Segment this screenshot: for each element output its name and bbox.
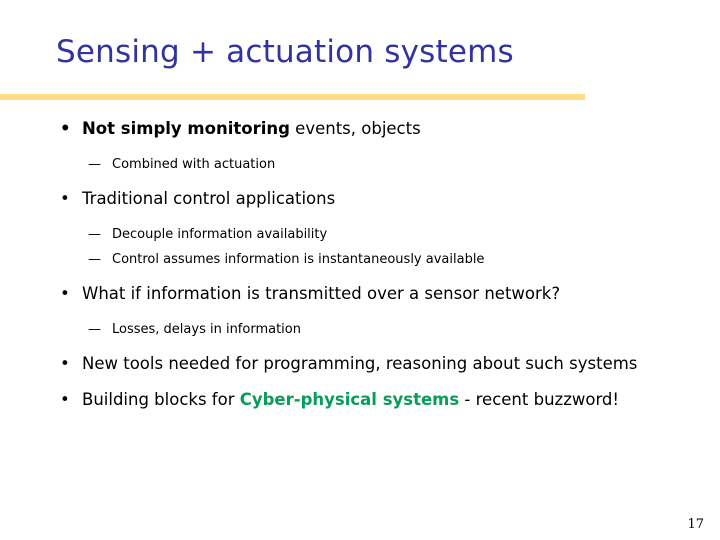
spacer [0, 339, 720, 353]
page-title: Sensing + actuation systems [56, 34, 514, 70]
bullet-item: • Not simply monitoring events, objects [0, 118, 720, 140]
page-number: 17 [687, 517, 704, 532]
bullet-text-pre: Building blocks for [82, 390, 240, 409]
bullet-lead-text: Not simply monitoring [82, 119, 290, 138]
sub-bullet-item: — Losses, delays in information [0, 321, 720, 339]
title-divider-rule [0, 94, 585, 100]
sub-bullet-text: Combined with actuation [112, 157, 276, 172]
spacer [0, 210, 720, 226]
bullet-marker-icon: • [60, 354, 70, 373]
spacer [0, 269, 720, 283]
sub-bullet-item: — Combined with actuation [0, 156, 720, 174]
bullet-marker-icon: • [60, 119, 71, 138]
bullet-text: Traditional control applications [82, 189, 336, 208]
spacer [0, 244, 720, 251]
sub-bullet-item: — Control assumes information is instanta… [0, 251, 720, 269]
highlight-term: Cyber-physical systems [239, 390, 460, 409]
bullet-item: • New tools needed for programming, reaso… [0, 353, 720, 375]
sub-bullet-dash-icon: — [88, 322, 101, 337]
spacer [0, 375, 720, 389]
sub-bullet-item: — Decouple information availability [0, 226, 720, 244]
sub-bullet-text: Decouple information availability [112, 227, 328, 242]
bullet-item: • Building blocks for Cyber-physical syst… [0, 389, 720, 411]
bullet-text: What if information is transmitted over … [82, 284, 561, 303]
bullet-text-post: - recent buzzword! [459, 390, 620, 409]
sub-bullet-dash-icon: — [88, 252, 101, 267]
bullet-item: • What if information is transmitted over… [0, 283, 720, 305]
bullet-item: • Traditional control applications [0, 188, 720, 210]
spacer [0, 174, 720, 188]
bullet-marker-icon: • [60, 284, 70, 303]
sub-bullet-text: Control assumes information is instantan… [112, 252, 485, 267]
sub-bullet-text: Losses, delays in information [112, 322, 301, 337]
bullet-text: New tools needed for programming, reason… [82, 354, 638, 373]
spacer [0, 140, 720, 156]
sub-bullet-dash-icon: — [88, 157, 101, 172]
spacer [0, 305, 720, 321]
bullet-rest-text: events, objects [289, 119, 421, 138]
bullet-marker-icon: • [60, 390, 70, 409]
slide-body: • Not simply monitoring events, objects —… [0, 118, 720, 411]
bullet-marker-icon: • [60, 189, 70, 208]
sub-bullet-dash-icon: — [88, 227, 101, 242]
